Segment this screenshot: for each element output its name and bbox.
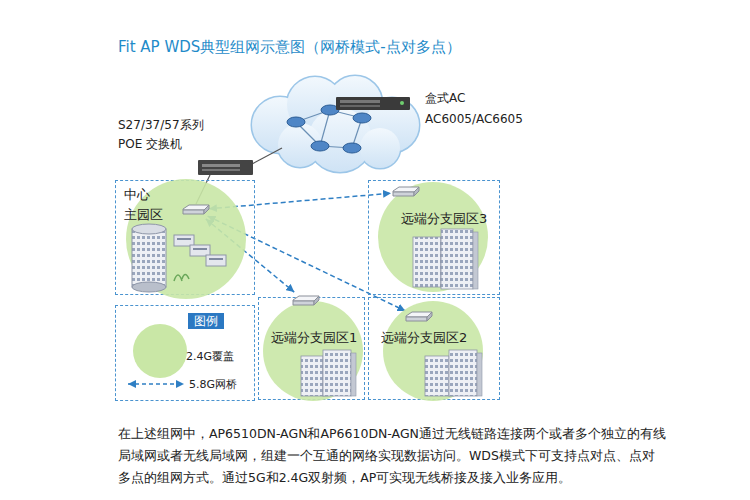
campus-region: 中心主园区	[115, 180, 255, 295]
building	[441, 229, 478, 289]
legend-text: 2.4G覆盖	[186, 350, 234, 363]
access-point	[393, 187, 419, 196]
region-label: 主园区	[124, 207, 163, 222]
access-point	[293, 296, 319, 305]
region-label: 中心	[124, 187, 150, 202]
switch-label: S27/37/57系列	[118, 118, 204, 132]
cloud	[252, 76, 419, 172]
campus-region: 远端分支园区1	[258, 297, 365, 400]
region-picture	[259, 298, 364, 399]
campus-region: 远端分支园区2	[368, 297, 500, 400]
access-point	[183, 205, 209, 214]
region-label: 远端分支园区2	[381, 330, 467, 346]
title: Fit AP WDS典型组网示意图（网桥模式-点对多点）	[118, 38, 461, 57]
coverage-circle	[378, 182, 488, 292]
campus-region: 远端分支园区3	[368, 180, 500, 295]
region-picture	[369, 181, 499, 294]
ac-label: 盒式AC	[425, 91, 465, 105]
legend-text: 5.8G网桥	[189, 378, 237, 391]
access-point	[406, 312, 432, 321]
region-picture	[369, 298, 499, 399]
data-center	[132, 224, 226, 292]
legend-swatch	[133, 324, 187, 378]
building	[323, 350, 356, 396]
coverage-circle	[383, 301, 483, 401]
coverage-circle	[263, 301, 363, 401]
switch-label: POE 交换机	[118, 137, 182, 151]
legend-line-sample	[128, 383, 184, 385]
legend-box: 2.4G覆盖 5.8G网桥	[115, 305, 255, 401]
region-label: 远端分支园区3	[401, 211, 487, 227]
legend-title: 图例	[188, 313, 224, 329]
caption: 在上述组网中，AP6510DN-AGN和AP6610DN-AGN通过无线链路连接…	[118, 423, 666, 489]
ac-device	[336, 97, 410, 110]
region-label: 远端分支园区1	[271, 330, 357, 346]
building	[449, 350, 482, 396]
ac-label: AC6005/AC6605	[425, 112, 523, 126]
